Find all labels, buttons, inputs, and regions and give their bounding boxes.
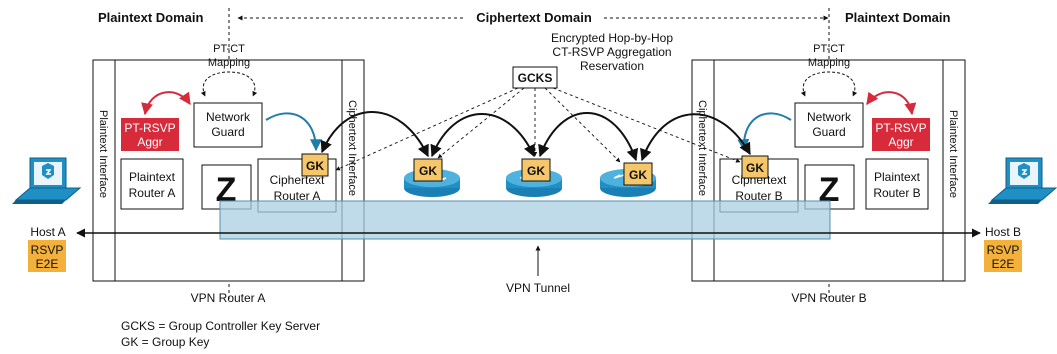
vpn-tunnel-label: VPN Tunnel	[506, 281, 570, 295]
pt-rsvp-aggr-b	[872, 118, 930, 151]
plaintext-router-b	[865, 158, 929, 210]
pt-ct-mapping-b-arrow	[800, 71, 858, 97]
ciphertext-router-a-line2: Router A	[274, 189, 321, 203]
guard-gk-b-arrow	[737, 112, 792, 152]
plaintext-router-a	[120, 158, 184, 210]
network-guard-a	[193, 102, 263, 148]
center-note-line2: CT-RSVP Aggregation	[552, 45, 671, 59]
pt-rsvp-aggr-a	[121, 118, 179, 151]
z-label-b: Z	[819, 171, 840, 209]
gk-badge-core-3-label: GK	[629, 168, 647, 182]
plaintext-interface-a-label: Plaintext Interface	[97, 110, 109, 198]
host-a-label: Host A	[30, 225, 65, 239]
host-b-label: Host B	[985, 225, 1021, 239]
network-guard-b-line1: Network	[807, 110, 852, 124]
pt-rsvp-aggr-b-line1: PT-RSVP	[875, 121, 926, 135]
gk-badge-core-1	[413, 158, 443, 182]
laptop-icon-host-b	[988, 157, 1057, 204]
pt-rsvp-aggr-b-line2: Aggr	[888, 135, 913, 149]
pt-rsvp-aggr-a-line1: PT-RSVP	[124, 121, 175, 135]
gk-badge-core-2	[521, 158, 551, 182]
domain-label-right: Plaintext Domain	[845, 10, 951, 25]
core-router-2: GK	[506, 158, 562, 197]
plaintext-interface-a	[92, 59, 116, 282]
gk-badge-router-a-label: GK	[306, 159, 324, 173]
rsvp-e2e-badge-b	[984, 240, 1022, 272]
pt-ct-mapping-a-arrow	[200, 71, 258, 97]
domain-label-center: Ciphertext Domain	[476, 10, 592, 25]
vpn-router-b-title: VPN Router B	[791, 291, 866, 305]
vpn-router-a: Plaintext Interface Ciphertext Interface…	[92, 43, 365, 305]
aggr-guard-b-arrow	[866, 91, 917, 116]
plaintext-router-b-line1: Plaintext	[874, 170, 921, 184]
guard-gk-a-arrow	[265, 112, 322, 152]
rsvp-e2e-badge-a-line2: E2E	[36, 257, 59, 271]
vpn-router-b: Ciphertext Interface Plaintext Interface…	[691, 43, 966, 305]
network-guard-a-line1: Network	[206, 110, 251, 124]
gk-badge-router-a	[301, 153, 329, 177]
plaintext-interface-b	[942, 59, 966, 282]
core-router-1: GK	[404, 158, 460, 197]
core-router-3: GK	[600, 162, 656, 197]
plaintext-interface-b-label: Plaintext Interface	[947, 110, 959, 198]
rsvp-e2e-badge-b-line1: RSVP	[987, 243, 1020, 257]
network-guard-b-line2: Guard	[812, 125, 845, 139]
plaintext-router-a-line1: Plaintext	[129, 170, 176, 184]
legend-gcks: GCKS = Group Controller Key Server	[121, 319, 320, 333]
hop-arc-4	[640, 113, 751, 162]
center-note-line3: Reservation	[580, 59, 644, 73]
network-guard-b	[794, 102, 864, 148]
pt-ct-mapping-b-line2: Mapping	[808, 57, 850, 69]
pt-rsvp-aggr-a-line2: Aggr	[137, 135, 162, 149]
network-guard-a-line2: Guard	[211, 125, 244, 139]
pt-ct-mapping-a-line1: PT-CT	[213, 43, 245, 55]
pt-ct-mapping-b-line1: PT-CT	[813, 43, 845, 55]
legend-gk: GK = Group Key	[121, 335, 209, 349]
gk-badge-core-1-label: GK	[419, 164, 437, 178]
gk-badge-core-3	[623, 162, 653, 186]
plaintext-router-a-line2: Router A	[129, 186, 176, 200]
vpn-router-a-title: VPN Router A	[191, 291, 266, 305]
rsvp-e2e-badge-a	[28, 240, 66, 272]
pt-ct-mapping-a-line2: Mapping	[208, 57, 250, 69]
hop-arc-2	[430, 113, 535, 158]
gk-badge-router-b-label: GK	[746, 161, 764, 175]
center-note-line1: Encrypted Hop-by-Hop	[551, 31, 673, 45]
gcks-distribution-lines	[335, 87, 741, 171]
gk-badge-router-b	[741, 155, 769, 179]
rsvp-e2e-badge-b-line2: E2E	[992, 257, 1015, 271]
hop-arc-1	[320, 111, 429, 158]
hop-arc-3	[538, 112, 639, 162]
gcks-label: GCKS	[518, 71, 553, 85]
rsvp-e2e-badge-a-line1: RSVP	[31, 243, 64, 257]
plaintext-router-b-line2: Router B	[873, 186, 920, 200]
z-label-a: Z	[216, 171, 237, 209]
aggr-guard-a-arrow	[141, 91, 191, 116]
domain-label-left: Plaintext Domain	[98, 10, 204, 25]
gk-badge-core-2-label: GK	[527, 164, 545, 178]
laptop-icon-host-a	[12, 157, 82, 204]
ciphertext-router-b-line2: Router B	[735, 189, 782, 203]
